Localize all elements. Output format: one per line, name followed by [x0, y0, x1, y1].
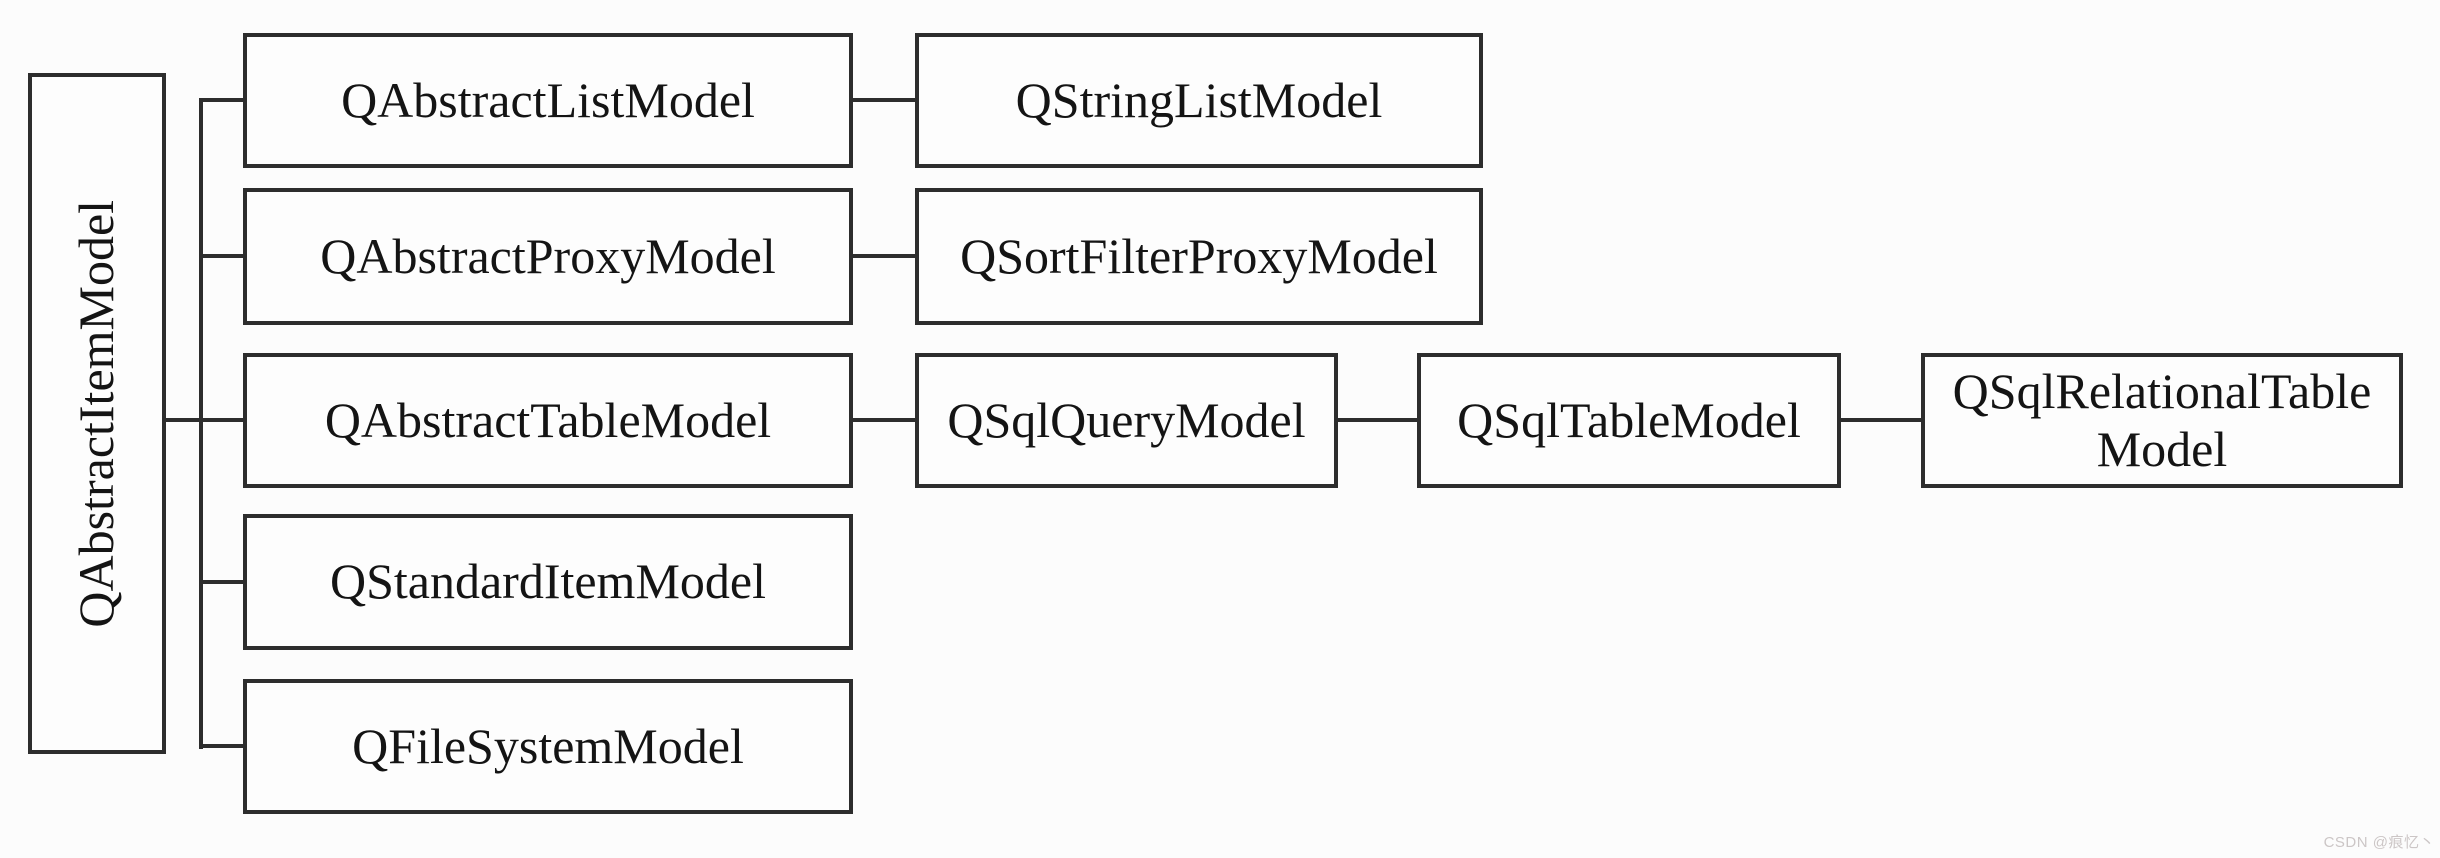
connector-sqlquerymodel-to-sqltablemodel — [1336, 418, 1419, 422]
class-node-label: QAbstractProxyModel — [320, 227, 776, 284]
connector-root-to-abstracttablemodel — [163, 418, 245, 422]
class-node-label: QSqlRelationalTable Model — [1952, 363, 2372, 477]
class-node-label: QSqlTableModel — [1457, 391, 1801, 448]
class-node-label: QSortFilterProxyModel — [960, 227, 1438, 284]
connector-abstractproxymodel-to-sortfilterproxymodel — [851, 254, 917, 258]
class-node-qsqlrelationaltablemodel: QSqlRelationalTable Model — [1921, 353, 2403, 488]
class-node-qsqltablemodel: QSqlTableModel — [1417, 353, 1841, 488]
class-node-label: QAbstractListModel — [341, 71, 755, 128]
class-node-qabstractlistmodel: QAbstractListModel — [243, 33, 853, 168]
class-node-label: QStringListModel — [1015, 71, 1383, 128]
connector-abstractlistmodel-to-stringlistmodel — [851, 98, 917, 102]
class-node-qsortfilterproxymodel: QSortFilterProxyModel — [915, 188, 1483, 325]
class-node-qabstracttablemodel: QAbstractTableModel — [243, 353, 853, 488]
class-node-qstringlistmodel: QStringListModel — [915, 33, 1483, 168]
connector-trunk-to-abstractproxymodel — [199, 254, 245, 258]
class-node-label: QAbstractItemModel — [68, 199, 125, 628]
class-node-qsqlquerymodel: QSqlQueryModel — [915, 353, 1338, 488]
class-node-label: QFileSystemModel — [352, 717, 744, 774]
watermark: CSDN @痕忆丶 — [2323, 834, 2435, 851]
class-node-qabstractproxymodel: QAbstractProxyModel — [243, 188, 853, 325]
connector-trunk-to-standarditemmodel — [199, 580, 245, 584]
connector-sqltablemodel-to-sqlrelationaltablemodel — [1839, 418, 1923, 422]
class-node-qstandarditemmodel: QStandardItemModel — [243, 514, 853, 650]
connector-trunk-line — [199, 98, 203, 749]
connector-trunk-to-abstractlistmodel — [199, 98, 245, 102]
connector-abstracttablemodel-to-sqlquerymodel — [851, 418, 917, 422]
class-node-label: QAbstractTableModel — [324, 391, 772, 448]
connector-trunk-to-filesystemmodel — [199, 744, 245, 748]
class-node-qabstractitemmodel: QAbstractItemModel — [28, 73, 166, 754]
class-node-label: QSqlQueryModel — [947, 391, 1306, 448]
class-node-qfilesystemmodel: QFileSystemModel — [243, 679, 853, 814]
class-node-label: QStandardItemModel — [329, 553, 766, 610]
